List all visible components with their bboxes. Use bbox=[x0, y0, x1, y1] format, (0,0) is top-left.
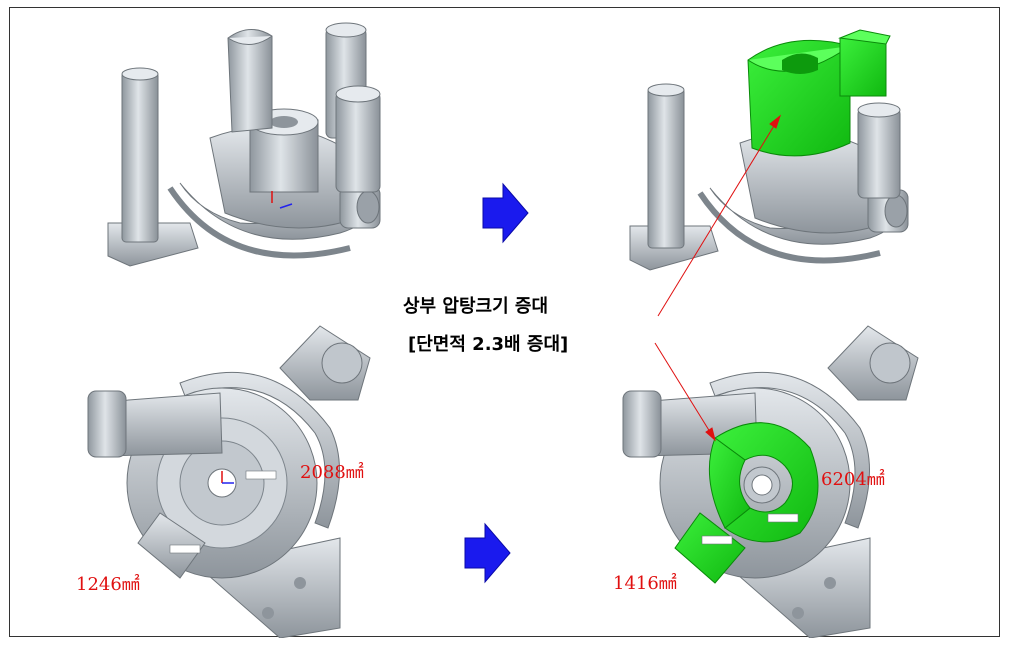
area-label-after-large: 6204㎟ bbox=[821, 469, 885, 490]
figure-frame: 상부 압탕크기 증대 [단면적 2.3배 증대] 2088㎟ 1246㎟ 620… bbox=[9, 7, 1000, 638]
right-arrow-icon bbox=[464, 522, 511, 584]
area-label-before-small: 1246㎟ bbox=[76, 574, 140, 595]
callout-subtitle: [단면적 2.3배 증대] bbox=[408, 334, 569, 355]
casting-after-top bbox=[622, 325, 919, 638]
area-label-after-small: 1416㎟ bbox=[613, 573, 677, 594]
casting-after-iso bbox=[629, 29, 909, 271]
casting-before-top bbox=[87, 325, 371, 638]
callout-leader-lines bbox=[654, 114, 782, 442]
casting-before-iso bbox=[107, 22, 381, 267]
right-arrow-icon bbox=[482, 182, 529, 244]
callout-title: 상부 압탕크기 증대 bbox=[403, 296, 549, 317]
figure-canvas bbox=[87, 22, 919, 638]
area-label-before-large: 2088㎟ bbox=[300, 462, 364, 483]
